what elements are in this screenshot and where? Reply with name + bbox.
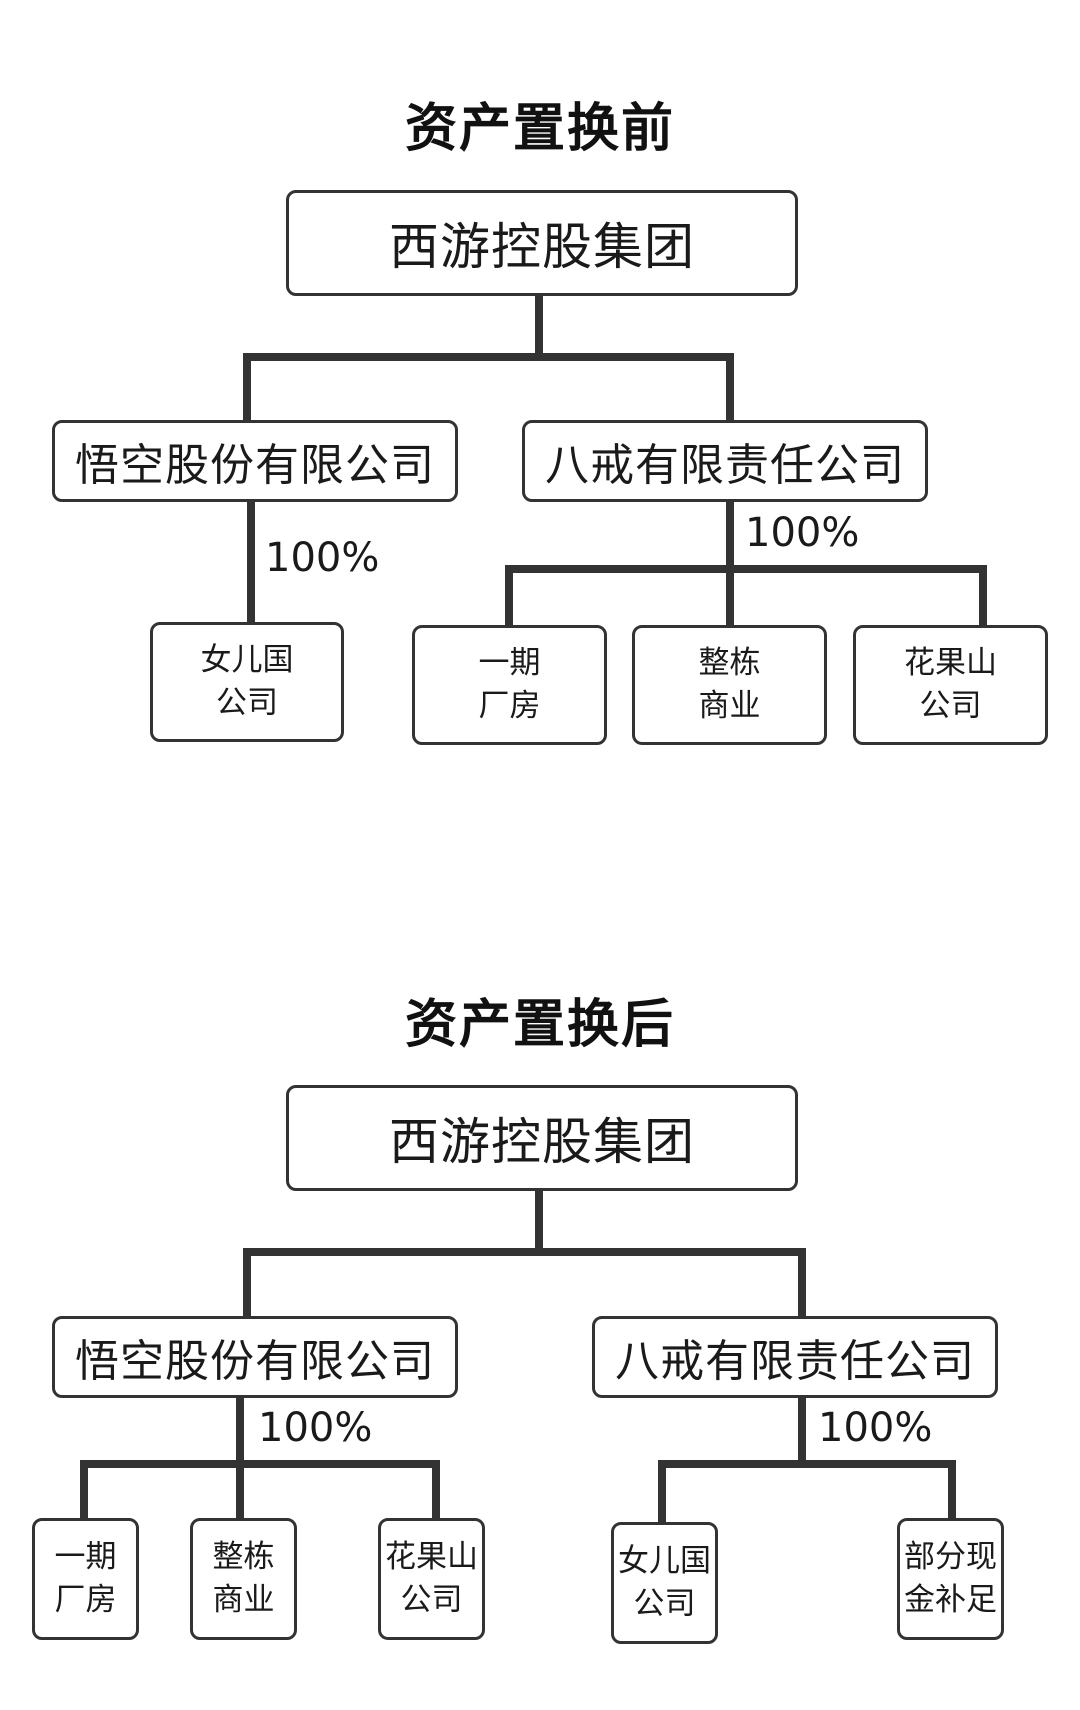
after-left-company-box: 悟空股份有限公司 xyxy=(52,1316,458,1398)
before-left-percent: 100% xyxy=(265,535,380,581)
before-right-drop xyxy=(726,353,734,422)
before-left-drop xyxy=(243,353,251,422)
after-left-child-1: 整栋 商业 xyxy=(190,1518,297,1640)
after-right-company-box: 八戒有限责任公司 xyxy=(592,1316,998,1398)
after-left-percent: 100% xyxy=(258,1405,373,1451)
after-root-stem xyxy=(535,1191,543,1253)
after-title: 资产置换后 xyxy=(404,995,675,1055)
after-left-drop-2 xyxy=(432,1460,440,1520)
after-root-box: 西游控股集团 xyxy=(286,1085,798,1191)
child-line2: 公司 xyxy=(216,685,278,721)
after-top-bar xyxy=(243,1248,806,1256)
child-line1: 整栋 xyxy=(212,1539,275,1575)
before-title: 资产置换前 xyxy=(404,99,675,159)
before-right-company-box: 八戒有限责任公司 xyxy=(522,420,928,502)
after-left-company-label: 悟空股份有限公司 xyxy=(75,1336,435,1387)
before-root-label: 西游控股集团 xyxy=(389,218,695,276)
child-line2: 商业 xyxy=(212,1582,275,1618)
child-line2: 金补足 xyxy=(904,1582,997,1618)
child-line1: 整栋 xyxy=(698,645,761,681)
after-left-stem xyxy=(236,1398,244,1520)
after-right-drop xyxy=(798,1248,806,1318)
before-right-child-0: 一期 厂房 xyxy=(412,625,607,745)
child-line1: 一期 xyxy=(54,1539,117,1575)
child-line1: 女儿国 xyxy=(200,642,294,678)
child-line1: 花果山 xyxy=(385,1539,478,1575)
before-right-bar xyxy=(505,565,987,573)
before-root-stem xyxy=(535,296,543,358)
after-right-stem xyxy=(798,1398,806,1468)
child-line2: 公司 xyxy=(919,688,982,724)
before-left-company-box: 悟空股份有限公司 xyxy=(52,420,458,502)
before-right-child-2: 花果山 公司 xyxy=(853,625,1048,745)
after-right-bar xyxy=(658,1460,956,1468)
after-right-company-label: 八戒有限责任公司 xyxy=(615,1336,975,1387)
before-right-percent: 100% xyxy=(745,510,860,556)
before-left-child-0: 女儿国 公司 xyxy=(150,622,344,742)
before-right-drop-0 xyxy=(505,565,513,627)
before-left-stem xyxy=(247,502,255,624)
after-root-label: 西游控股集团 xyxy=(389,1113,695,1171)
before-right-drop-2 xyxy=(979,565,987,627)
child-line1: 部分现 xyxy=(904,1539,997,1575)
after-right-child-1: 部分现 金补足 xyxy=(897,1518,1004,1640)
after-left-bar xyxy=(80,1460,440,1468)
child-line2: 公司 xyxy=(633,1586,696,1622)
after-left-drop-0 xyxy=(80,1460,88,1520)
before-top-bar xyxy=(243,353,734,361)
before-left-company-label: 悟空股份有限公司 xyxy=(75,440,435,491)
child-line2: 公司 xyxy=(400,1582,463,1618)
after-right-drop-1 xyxy=(948,1460,956,1520)
after-left-drop xyxy=(243,1248,251,1318)
child-line1: 花果山 xyxy=(904,645,997,681)
child-line1: 女儿国 xyxy=(618,1543,711,1579)
after-right-drop-0 xyxy=(658,1460,666,1524)
after-right-child-0: 女儿国 公司 xyxy=(611,1522,718,1644)
before-right-company-label: 八戒有限责任公司 xyxy=(545,440,905,491)
child-line2: 厂房 xyxy=(54,1582,117,1618)
child-line1: 一期 xyxy=(478,645,541,681)
after-left-child-0: 一期 厂房 xyxy=(32,1518,139,1640)
before-right-stem xyxy=(726,502,734,627)
after-right-percent: 100% xyxy=(818,1405,933,1451)
before-right-child-1: 整栋 商业 xyxy=(632,625,827,745)
child-line2: 商业 xyxy=(698,688,761,724)
before-root-box: 西游控股集团 xyxy=(286,190,798,296)
child-line2: 厂房 xyxy=(478,688,541,724)
after-left-child-2: 花果山 公司 xyxy=(378,1518,485,1640)
